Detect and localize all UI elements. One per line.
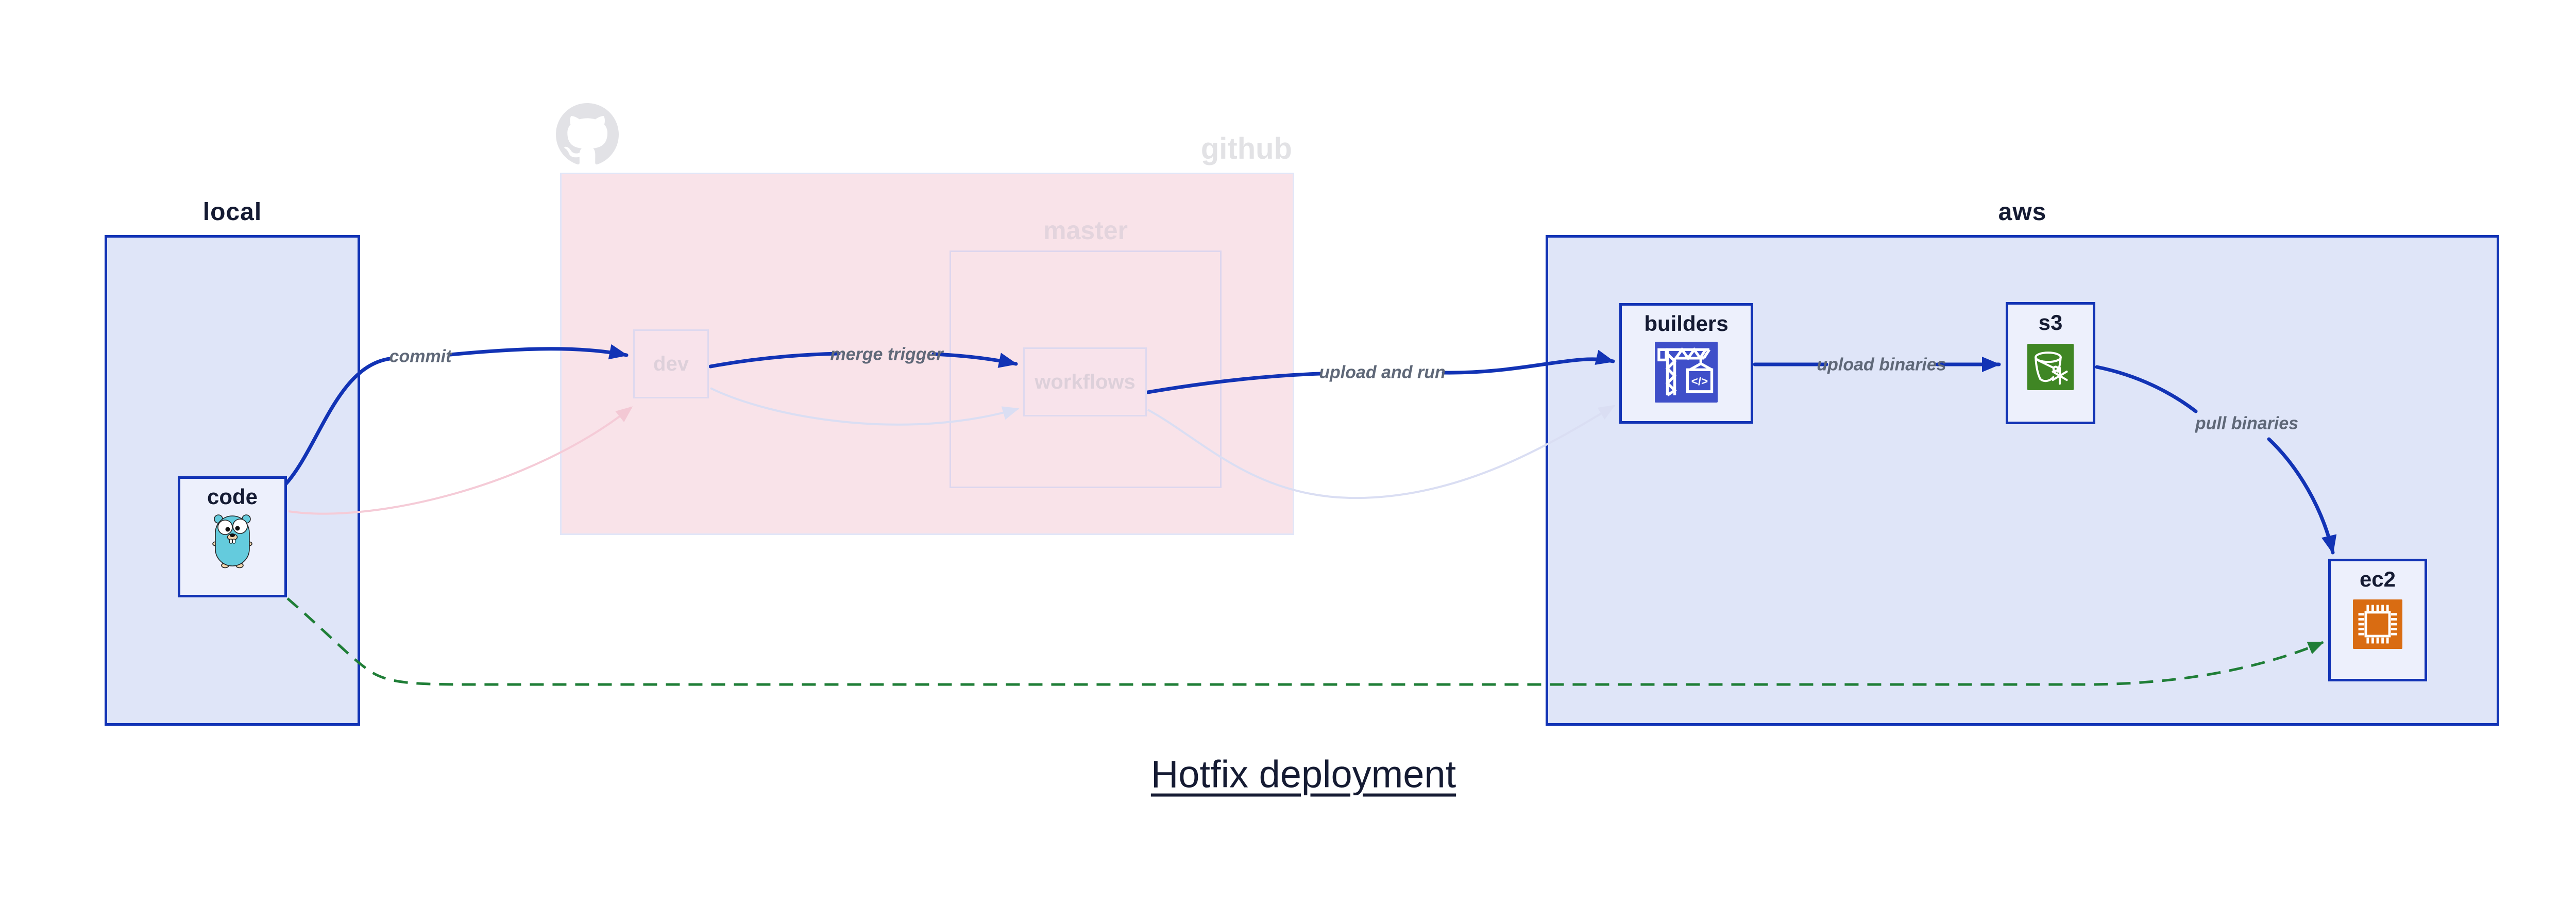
edge-label-upload-binaries: upload binaries [1817,355,1946,375]
node-builders: builders </> [1619,303,1753,424]
go-gopher-icon [212,512,253,569]
s3-bucket-icon [2027,344,2074,391]
node-label-workflows: workflows [1035,371,1136,393]
edge-label-pull-binaries: pull binaries [2195,413,2299,433]
codebuild-crane-icon: </> [1655,342,1718,403]
container-label-master: master [1043,216,1128,245]
node-workflows: workflows [1023,347,1147,416]
node-label-builders: builders [1644,311,1728,336]
node-label-ec2: ec2 [2359,567,2396,591]
node-label-s3: s3 [2038,310,2063,335]
node-ec2: ec2 [2328,559,2427,681]
diagram-title: Hotfix deployment [1150,753,1456,796]
edge-label-merge-trigger: merge trigger [830,344,943,364]
node-code: code [178,476,287,597]
node-label-code: code [207,485,258,509]
node-label-dev: dev [653,353,689,375]
container-master [950,250,1222,488]
node-s3: s3 [2006,302,2095,424]
ec2-chip-icon [2353,599,2402,649]
svg-text:</>: </> [1691,375,1708,388]
container-label-aws: aws [1998,198,2047,226]
github-octocat-icon [555,103,619,166]
edge-label-upload-and-run: upload and run [1319,362,1446,382]
node-dev: dev [633,329,709,398]
edge-label-commit: commit [389,346,452,366]
container-label-github: github [1200,132,1292,165]
container-label-local: local [202,198,262,226]
